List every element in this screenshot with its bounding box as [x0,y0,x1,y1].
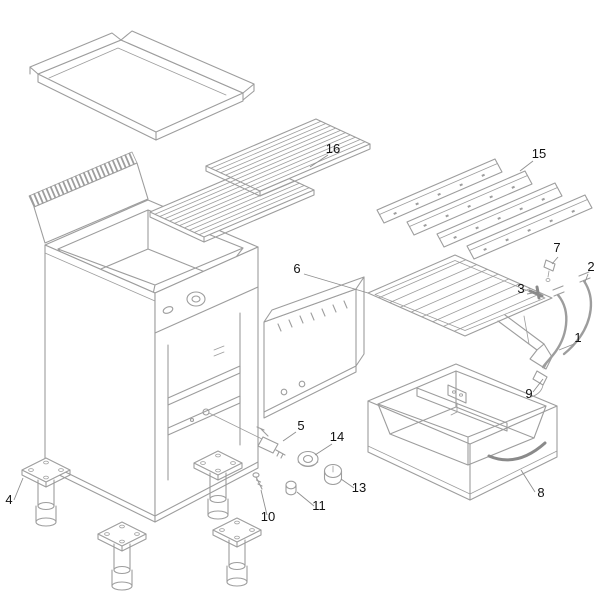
cabinet-body [28,151,259,523]
radiant-bar [466,194,593,260]
part-label-10: 10 [261,509,275,524]
vent-slots [277,300,348,332]
drawer-handle-groove [487,441,547,462]
gas-pipes-and-fittings [528,259,593,398]
part-label-11: 11 [312,498,326,513]
front-control-panel [263,276,365,419]
small-parts [208,412,343,496]
part-label-7: 7 [553,240,560,255]
part-label-8: 8 [537,485,544,500]
part-label-15: 15 [532,146,546,161]
adjustable-legs [21,450,262,591]
part-labels: 1 2 3 4 5 6 7 8 9 10 11 13 14 15 16 [5,141,594,524]
grate-upper [205,118,371,197]
radiant-bar [436,182,563,248]
part-label-16: 16 [326,141,340,156]
part-label-13: 13 [352,480,366,495]
screw [252,472,263,490]
control-knob [323,463,343,485]
ribbed-splash-coil [28,151,138,208]
bezel-ring [297,450,319,468]
mounted-knob [186,291,206,307]
part-label-3: 3 [517,281,524,296]
panel-hole [162,306,174,314]
radiant-bar [376,158,503,224]
leader-lines [13,154,589,516]
gas-pipe-long [541,285,568,369]
radiant-bar [406,170,533,236]
part-label-2: 2 [587,259,594,274]
burner-assembly [367,254,553,370]
part-label-14: 14 [330,429,344,444]
part-label-9: 9 [525,386,532,401]
leg-bottom-right [212,517,262,587]
knob-hole [298,380,306,388]
top-cover-plate [29,30,255,141]
gas-valve [208,412,286,459]
part-label-6: 6 [293,261,300,276]
part-label-4: 4 [5,492,12,507]
leg-bottom-left [97,521,147,591]
grill-grates [149,118,371,243]
leg-front-left [21,457,71,527]
part-label-5: 5 [297,418,304,433]
part-label-1: 1 [574,330,581,345]
ignition-electrode [530,362,548,398]
cap-button [285,480,297,496]
pilot-venturi [497,314,553,370]
leg-front-right [193,450,243,520]
drawer-bracket [447,384,467,416]
tee-fitting [528,285,544,300]
drawer-divider [416,387,508,432]
drip-drawer [367,363,558,501]
gas-pipe-short [562,271,593,356]
radiant-bars [376,158,593,260]
pipe-fitting [543,259,556,282]
knob-hole [280,388,288,396]
